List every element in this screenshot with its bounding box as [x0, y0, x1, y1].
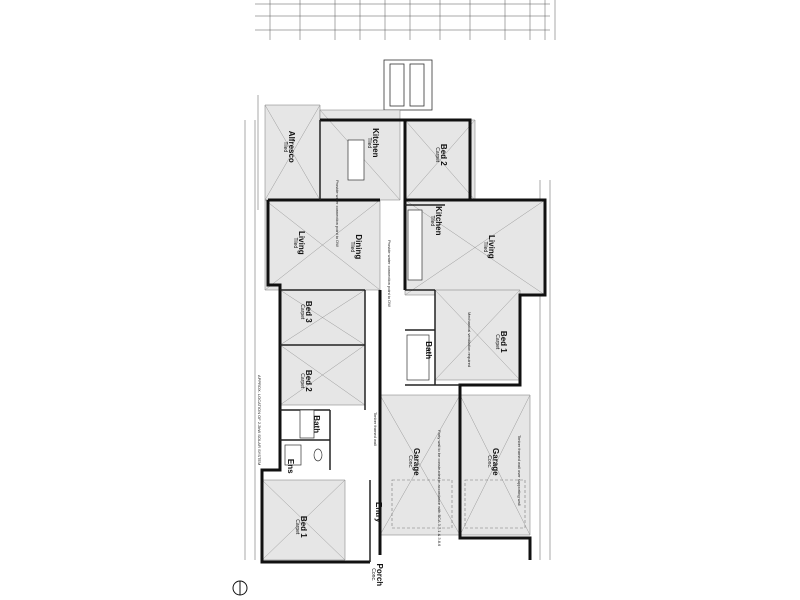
walls	[260, 118, 547, 564]
note-mech-vent: Mechanical ventilation required	[467, 312, 472, 368]
note-solar: APPROX. LOCATION OF 2.2kW SOLAR SYSTEM	[257, 375, 262, 466]
fixtures	[284, 139, 430, 466]
tank-unit	[383, 59, 433, 111]
note-garage-wall: Party wall to be constructed in accordan…	[437, 430, 442, 547]
section-marker	[232, 580, 248, 596]
dimension-strings-left	[244, 95, 551, 560]
note-water-left: Provide water connection point to DW	[335, 180, 340, 247]
room-label-entry: Entry	[374, 501, 384, 523]
note-water-dining: Provide water connection point to DW	[387, 240, 392, 307]
car-bays	[391, 479, 526, 529]
room-label-ens: Ens	[286, 458, 296, 474]
room-label-bath-left: Bath	[312, 415, 322, 434]
note-garage-right: Timber framed wall over supporting wall	[517, 435, 522, 506]
dimension-strings-top	[255, 0, 556, 40]
note-garage-fire: Timber framed wall	[373, 412, 378, 446]
room-label-bath-right: Bath	[424, 341, 434, 360]
